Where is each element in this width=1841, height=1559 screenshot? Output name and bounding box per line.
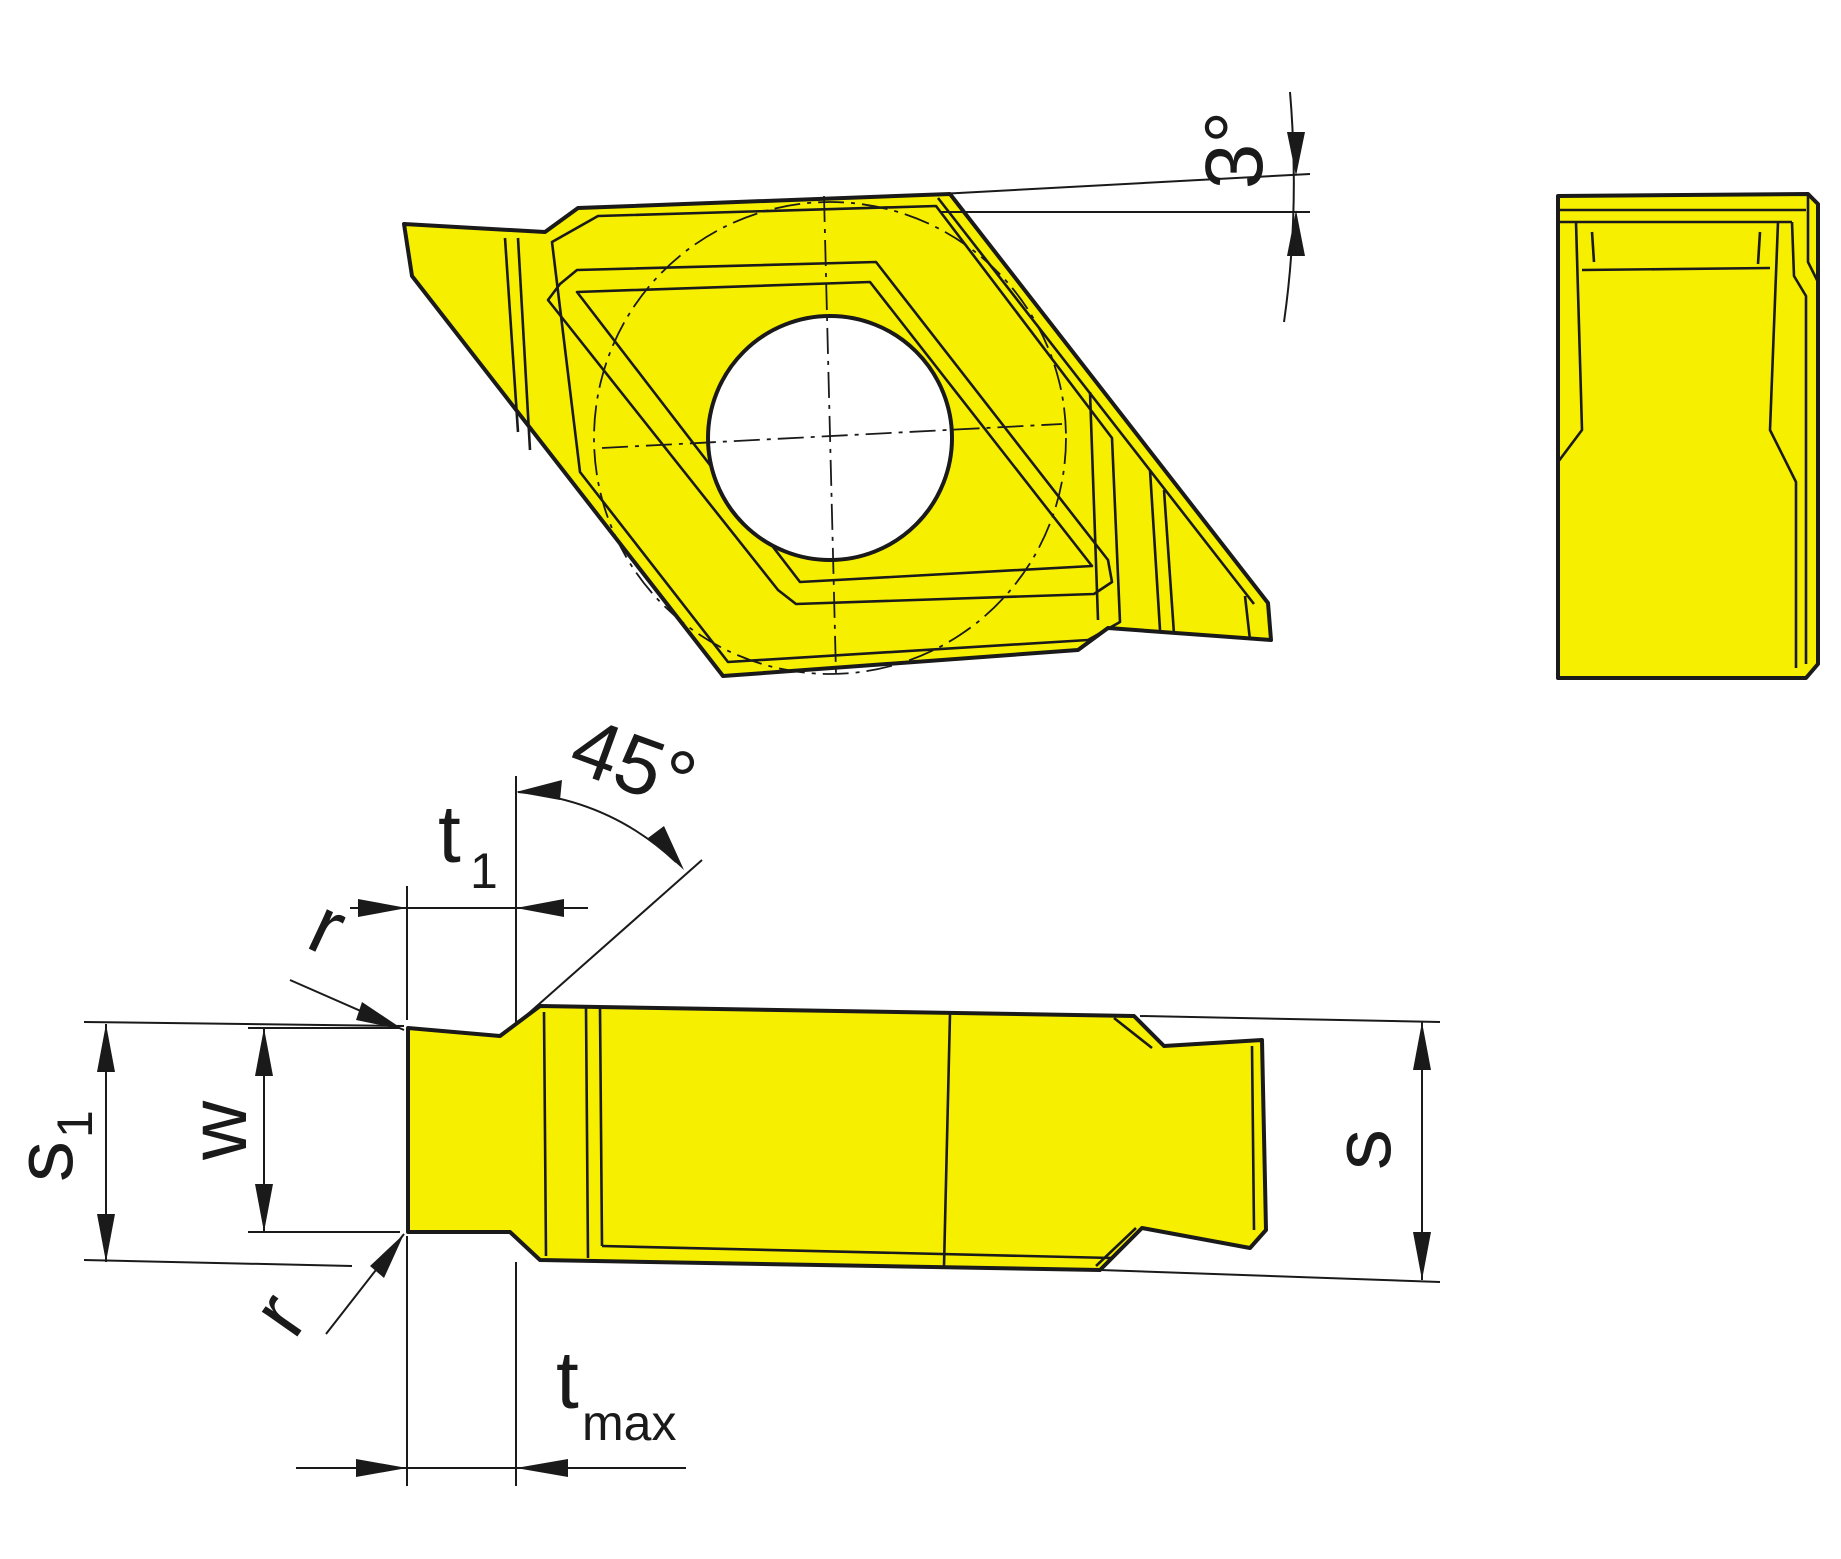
w-dimension: w bbox=[173, 1027, 400, 1233]
relief-arrow-bottom bbox=[1287, 210, 1305, 256]
front-edge-2 bbox=[584, 1007, 590, 1259]
s1-extension-bottom bbox=[83, 1259, 353, 1267]
t1-arrow-left bbox=[358, 899, 407, 917]
right-edge-line-4 bbox=[1243, 595, 1252, 641]
t1-label: t bbox=[438, 789, 461, 880]
tmax-label: t bbox=[556, 1335, 579, 1426]
front-bottom-inner bbox=[601, 1244, 1113, 1260]
side-inner-left bbox=[1590, 231, 1596, 263]
tmax-arrow-right bbox=[516, 1459, 568, 1477]
side-channel-floor bbox=[1581, 266, 1771, 272]
front-right-chamfer bbox=[1095, 1016, 1256, 1267]
relief-angle-label: 3° bbox=[1189, 111, 1280, 189]
front-view-outline bbox=[406, 1004, 1268, 1272]
s-arrow-bottom bbox=[1413, 1232, 1431, 1280]
s1-extension-top bbox=[83, 1021, 405, 1027]
insert-land bbox=[550, 204, 1122, 664]
relief-arrow-top bbox=[1287, 132, 1305, 176]
radius-top-label: r bbox=[296, 880, 359, 974]
relief-extension-top bbox=[939, 173, 1311, 195]
side-inner-right bbox=[1756, 231, 1762, 265]
t1-dimension: t 1 bbox=[350, 776, 588, 1024]
relief-angle-dimension: 3° bbox=[939, 91, 1311, 323]
radius-bottom-arrow bbox=[370, 1234, 404, 1278]
insert-top-view bbox=[402, 192, 1273, 678]
centerline-horizontal bbox=[601, 423, 1063, 449]
tmax-arrow-left bbox=[356, 1459, 407, 1477]
tmax-dimension: t max bbox=[296, 1236, 686, 1486]
s1-label: s bbox=[0, 1141, 90, 1182]
s1-dimension: s 1 bbox=[0, 1021, 405, 1267]
s1-subscript: 1 bbox=[47, 1110, 103, 1138]
t1-arrow-right bbox=[516, 899, 564, 917]
chamfer-extension bbox=[511, 859, 703, 1029]
s-dimension: s bbox=[1099, 1015, 1441, 1283]
radius-top-dimension: r bbox=[289, 880, 405, 1031]
s-extension-top bbox=[1139, 1015, 1441, 1023]
chamfer-arrow-end bbox=[648, 826, 684, 870]
w-arrow-top bbox=[255, 1028, 273, 1076]
tmax-subscript: max bbox=[582, 1395, 676, 1451]
right-edge-line-3 bbox=[1162, 489, 1176, 635]
s-arrow-top bbox=[1413, 1022, 1431, 1070]
s1-arrow-top bbox=[97, 1024, 115, 1072]
w-label: w bbox=[173, 1100, 264, 1161]
inscribed-circle bbox=[593, 201, 1067, 675]
right-edge-line-2 bbox=[1148, 469, 1162, 631]
radius-bottom-label: r bbox=[234, 1277, 324, 1352]
chamfer-angle-dimension: 45° bbox=[511, 700, 708, 1029]
s-label: s bbox=[1317, 1129, 1408, 1170]
left-edge-line-1 bbox=[503, 237, 520, 433]
chamfer-arrow-start bbox=[516, 780, 562, 800]
front-edge-4 bbox=[942, 1013, 952, 1267]
front-edge-3 bbox=[598, 1007, 604, 1247]
s-extension-bottom bbox=[1099, 1269, 1441, 1283]
centerline-vertical bbox=[823, 195, 837, 675]
insert-front-view bbox=[406, 1004, 1268, 1272]
radius-bottom-dimension: r bbox=[234, 1233, 405, 1352]
w-arrow-bottom bbox=[255, 1184, 273, 1232]
s1-arrow-bottom bbox=[97, 1214, 115, 1262]
t1-subscript: 1 bbox=[470, 843, 498, 899]
side-view-outline bbox=[1556, 192, 1820, 680]
chamfer-angle-label: 45° bbox=[560, 700, 708, 828]
right-edge-line-1 bbox=[1088, 391, 1100, 621]
radius-top-arrow bbox=[356, 1002, 404, 1030]
side-channel bbox=[1556, 221, 1798, 668]
left-edge-line-2 bbox=[516, 237, 532, 451]
side-right-chamfer bbox=[1790, 194, 1820, 664]
insert-side-view bbox=[1556, 192, 1820, 680]
front-edge-1 bbox=[542, 1011, 548, 1257]
relief-arc bbox=[1283, 91, 1295, 323]
